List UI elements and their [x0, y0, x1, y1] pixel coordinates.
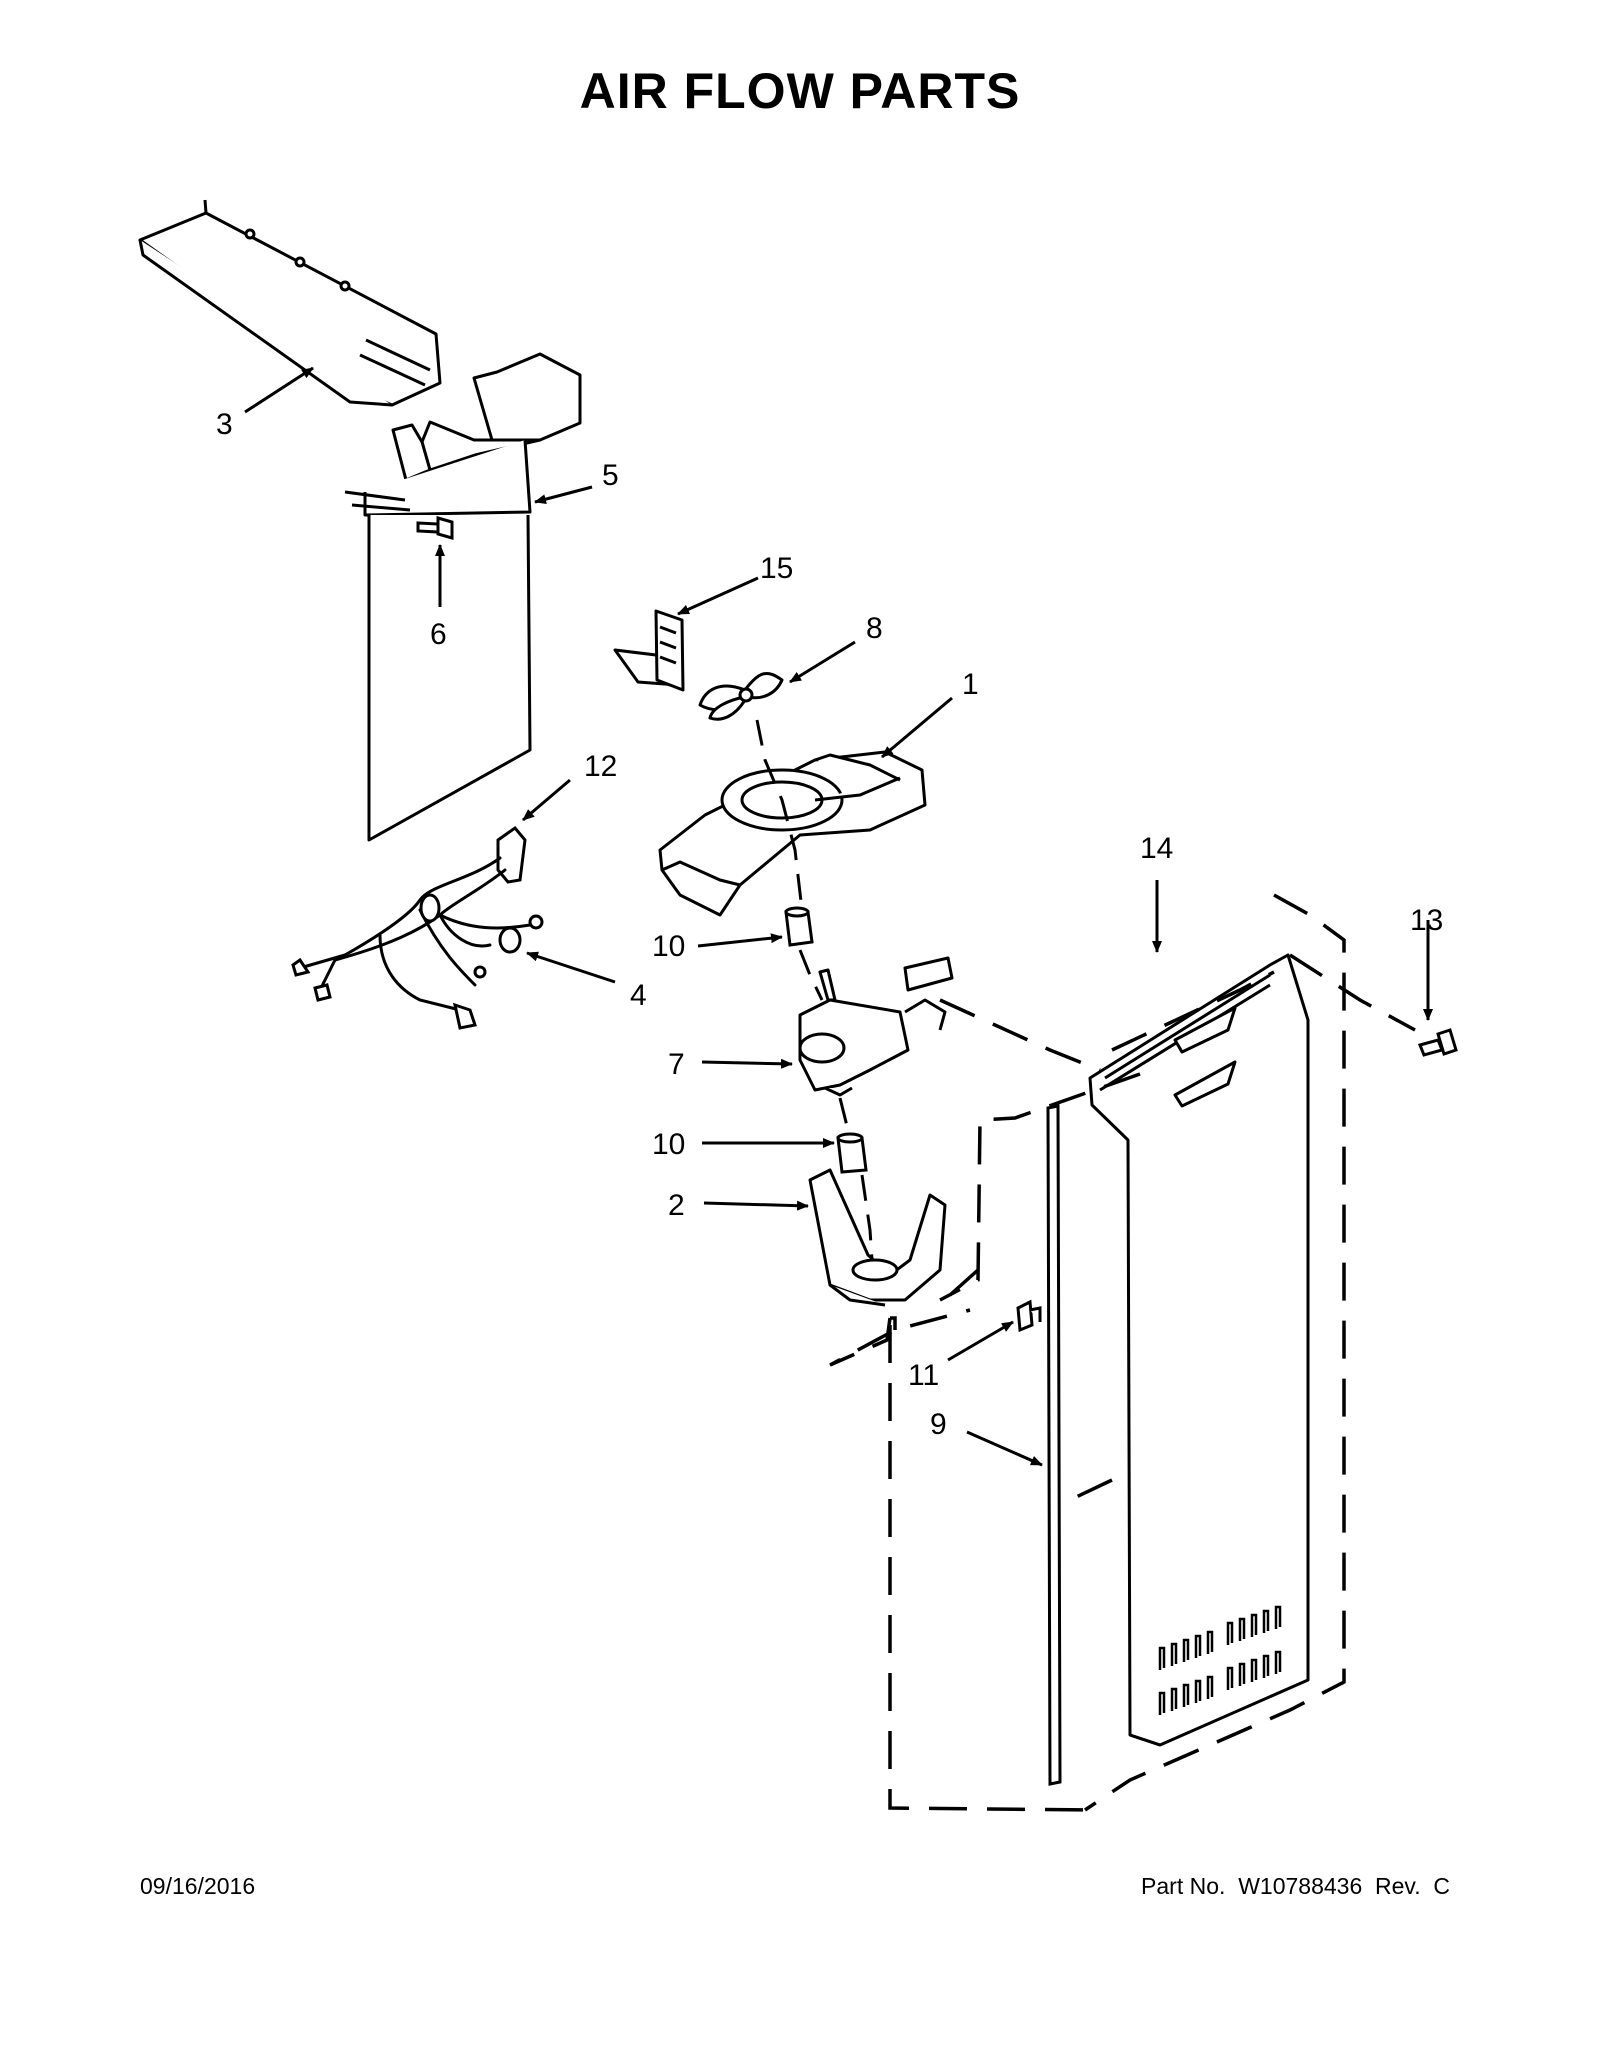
- part-5-air-duct-panel: [344, 352, 582, 842]
- part-12-wire-harness: [291, 825, 544, 1030]
- part-8-fan-blade: [698, 671, 784, 721]
- assembly-phantom-lines: [829, 893, 1416, 1812]
- callout-15: 15: [760, 552, 793, 585]
- part-15-bracket: [613, 609, 685, 692]
- callout-4: 4: [630, 979, 647, 1012]
- part-9-gasket-strip: [1046, 1104, 1062, 1786]
- callout-12: 12: [584, 750, 617, 783]
- part-10-grommet-lower: [836, 1132, 868, 1174]
- callout-7: 7: [668, 1048, 685, 1081]
- part-2-motor-bracket: [808, 1168, 947, 1307]
- callout-6: 6: [430, 618, 447, 651]
- callout-3: 3: [216, 408, 233, 441]
- part-3-duct-cover: [138, 199, 442, 407]
- footer-part-number: Part No. W10788436 Rev. C: [1141, 1873, 1450, 1899]
- callout-8: 8: [866, 612, 883, 645]
- part-6-screw: [416, 516, 454, 540]
- callout-1: 1: [962, 668, 979, 701]
- callout-10-lower: 10: [652, 1128, 685, 1161]
- callout-10-upper: 10: [652, 930, 685, 963]
- callout-2: 2: [668, 1189, 685, 1222]
- callout-5: 5: [602, 459, 619, 492]
- part-14-vent-slots: [1158, 1605, 1282, 1715]
- part-14-evaporator-cover: [1088, 953, 1310, 1747]
- part-7-fan-motor: [798, 956, 954, 1097]
- callout-11: 11: [908, 1359, 939, 1392]
- motor-axis-dash-line: [755, 719, 874, 1261]
- footer-date: 09/16/2016: [140, 1873, 256, 1899]
- callout-14: 14: [1140, 832, 1173, 865]
- callout-9: 9: [930, 1408, 947, 1441]
- part-13-screw: [1417, 1028, 1458, 1057]
- callout-13: 13: [1410, 904, 1443, 937]
- page-title: AIR FLOW PARTS: [579, 63, 1021, 119]
- part-11-clip: [1016, 1299, 1042, 1333]
- callout-leaders: [244, 366, 1433, 1467]
- part-1-fan-housing: [658, 750, 927, 917]
- part-10-grommet-upper: [784, 906, 814, 947]
